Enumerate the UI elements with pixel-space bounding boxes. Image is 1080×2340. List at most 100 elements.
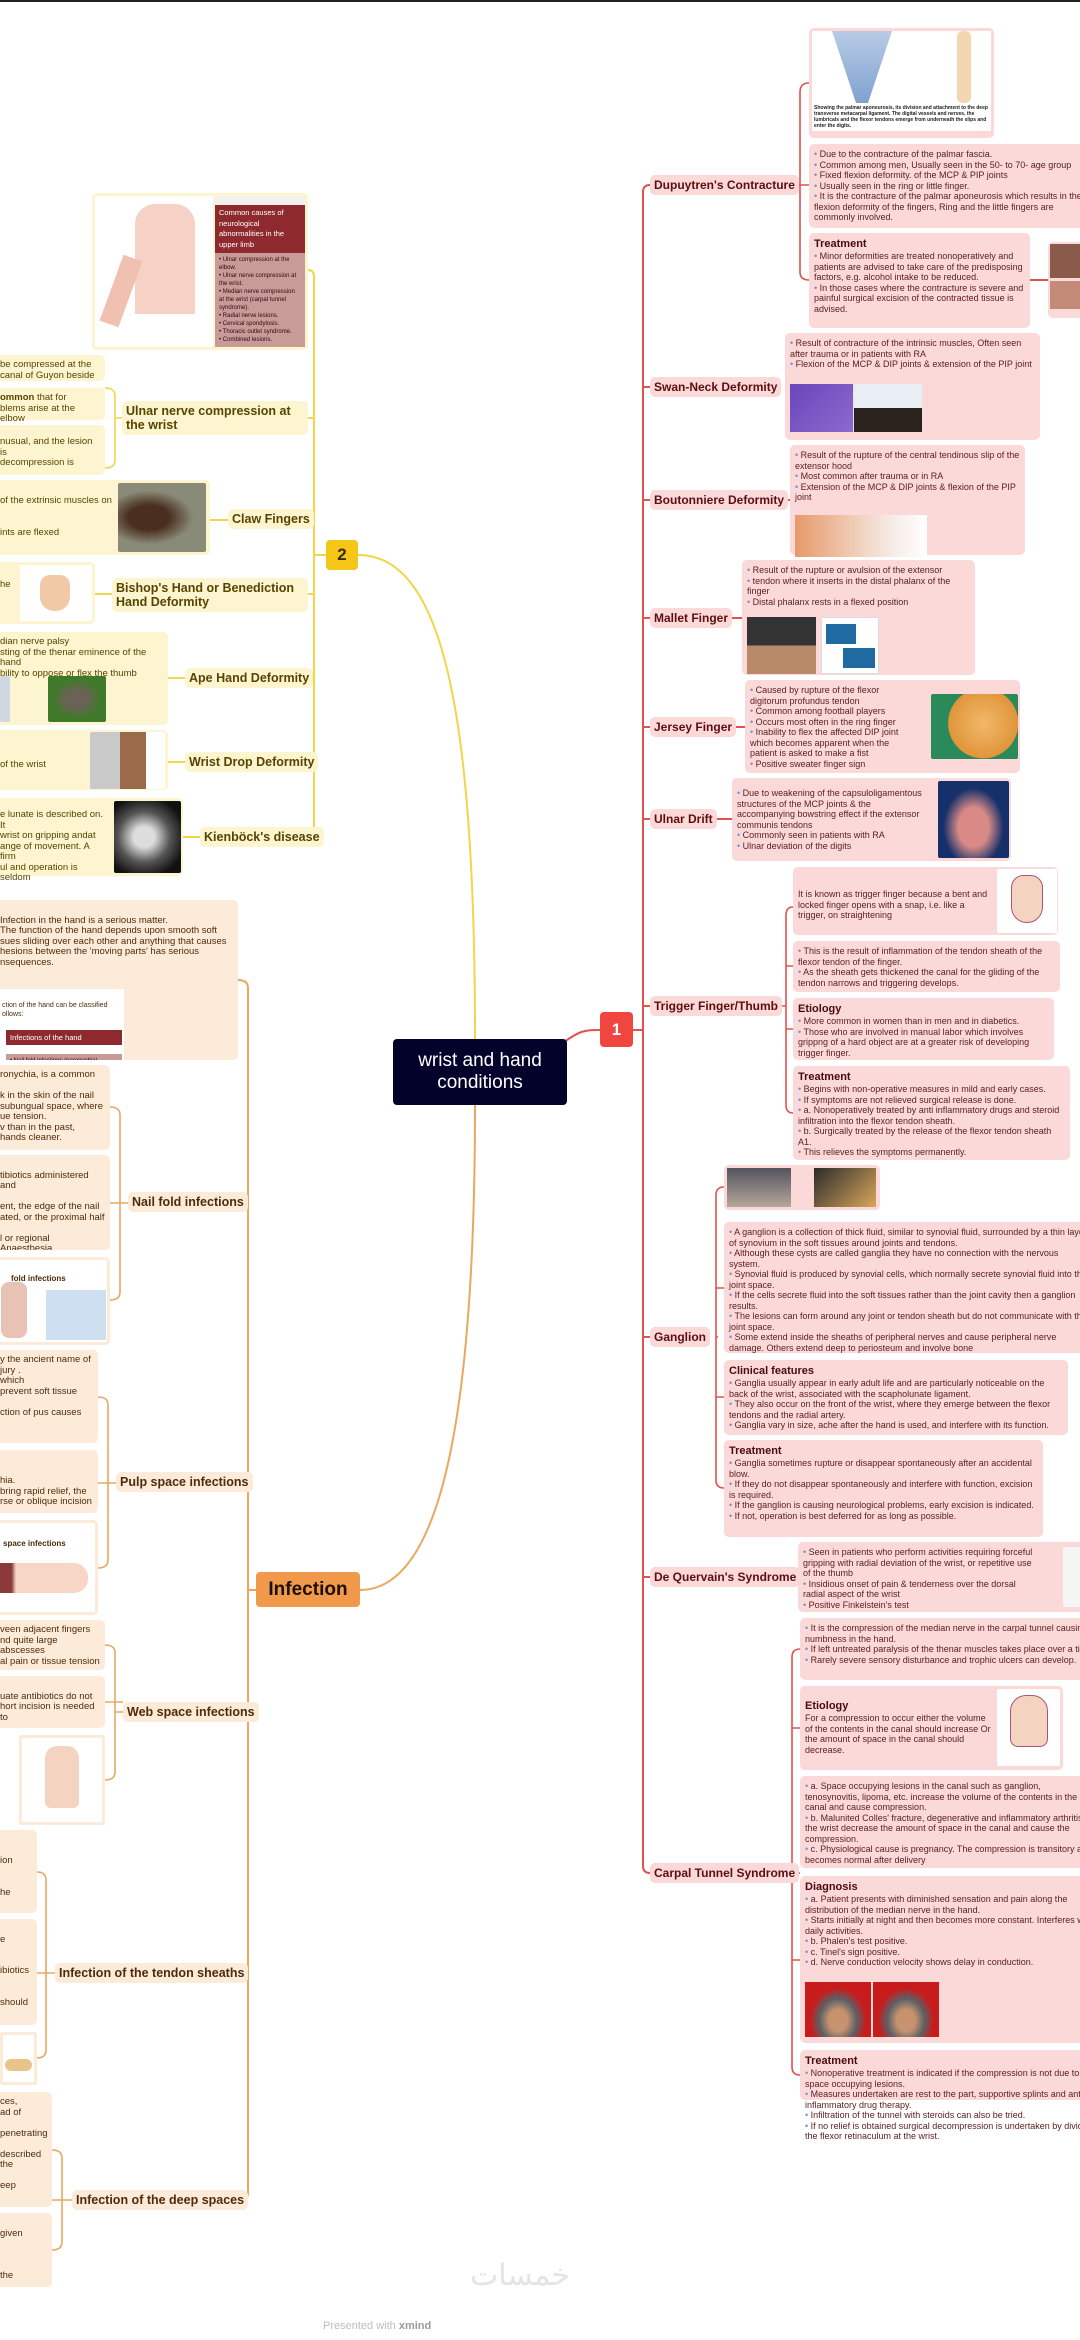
list-item: b. Surgically treated by the release of …	[798, 1126, 1065, 1147]
phalen-test-photo	[873, 1981, 939, 2037]
dupuytren-description: Due to the contracture of the palmar fas…	[809, 144, 1080, 228]
section-title: Clinical features	[729, 1365, 814, 1377]
list-item: Fixed flexion deformity. of the MCP & PI…	[814, 170, 1080, 181]
carpal-tunnel-diagnosis: Diagnosis a. Patient presents with dimin…	[800, 1876, 1080, 2043]
central-topic[interactable]: wrist and hand conditions	[393, 1039, 567, 1105]
ganglion-photo	[814, 1168, 876, 1207]
topic-ganglion[interactable]: Ganglion	[650, 1327, 710, 1347]
dupuytren-photo-box	[1048, 242, 1080, 318]
infection-intro: Infection in the hand is a serious matte…	[0, 900, 238, 1060]
topic-wrist-drop[interactable]: Wrist Drop Deformity	[185, 752, 319, 772]
list-item: Radial nerve lesions.	[219, 312, 301, 320]
topic-jersey-finger[interactable]: Jersey Finger	[650, 717, 737, 737]
list-item: If symptoms are not relieved surgical re…	[798, 1095, 1065, 1106]
topic-mallet-finger[interactable]: Mallet Finger	[650, 608, 733, 628]
list-item: Positive sweater finger sign	[750, 759, 915, 770]
nail-fold-figure: fold infections	[0, 1257, 110, 1345]
topic-nail-fold-infections[interactable]: Nail fold infections	[128, 1192, 248, 1212]
list-item: If the cells secrete fluid into the soft…	[729, 1290, 1080, 1311]
list-item: More common in women than in men and in …	[798, 1016, 1049, 1027]
topic-trigger-finger[interactable]: Trigger Finger/Thumb	[650, 996, 783, 1016]
list-item: Due to the contracture of the palmar fas…	[814, 149, 1080, 160]
note-text: that for blems arise at the elbow	[0, 392, 75, 424]
list-item: a. Nonoperatively treated by anti inflam…	[798, 1105, 1065, 1126]
pulp-space-note: hia. bring rapid relief, the rse or obli…	[0, 1450, 98, 1513]
mallet-xray-photo	[747, 617, 816, 674]
list-item: If not, operation is best deferred for a…	[729, 1511, 1038, 1522]
treatment-list: Minor deformities are treated nonoperati…	[814, 251, 1025, 314]
list-item: Common among men, Usually seen in the 50…	[814, 160, 1080, 171]
list-item: Thoracic outlet syndrome.	[219, 328, 301, 336]
ulnar-nerve-note: be compressed at the canal of Guyon besi…	[0, 355, 105, 381]
swan-neck-box: Result of contracture of the intrinsic m…	[785, 333, 1040, 440]
arm-nerve-lesion-illustration	[95, 196, 213, 347]
infection-node[interactable]: Infection	[256, 1572, 360, 1607]
topic-ape-hand[interactable]: Ape Hand Deformity	[185, 668, 314, 688]
list-item: Ulnar nerve compression at the wrist.	[219, 272, 301, 288]
list-item: Usually seen in the ring or little finge…	[814, 181, 1080, 192]
classification-caption: ction of the hand can be classified ollo…	[2, 1001, 108, 1018]
de-quervain-illustration	[1063, 1547, 1080, 1607]
carpal-tunnel-causes: a. Space occupying lesions in the canal …	[800, 1776, 1080, 1868]
topic-swan-neck[interactable]: Swan-Neck Deformity	[650, 377, 782, 397]
list-item: Extension of the MCP & DIP joints & flex…	[795, 482, 1020, 503]
figure-title: fold infections	[11, 1273, 66, 1283]
list-item: Some extend inside the sheaths of periph…	[729, 1332, 1080, 1353]
table-items: Nail fold infections (paronychia).Pulp s…	[6, 1053, 122, 1060]
list-item: Ganglia sometimes rupture or disappear s…	[729, 1458, 1038, 1479]
topic-claw-fingers[interactable]: Claw Fingers	[228, 509, 314, 529]
mallet-finger-box: Result of the rupture or avulsion of the…	[742, 560, 975, 675]
claw-fingers-photo	[118, 483, 206, 552]
topic-bishops-hand[interactable]: Bishop's Hand or Benediction Hand Deform…	[112, 578, 308, 612]
list-item: tendon where it inserts in the distal ph…	[747, 576, 970, 597]
ganglion-photos	[724, 1165, 880, 1210]
ulnar-nerve-note: nusual, and the lesion is decompression …	[0, 425, 105, 475]
bullet-list: Result of the rupture or avulsion of the…	[747, 565, 970, 607]
deep-space-note: ces, ad of penetrating described the eep	[0, 2092, 52, 2207]
nail-fold-note: tibiotics administered and ent, the edge…	[0, 1155, 110, 1250]
footer-prefix: Presented with	[323, 2320, 399, 2332]
topic-boutonniere[interactable]: Boutonniere Deformity	[650, 490, 789, 510]
list-item: Insidious onset of pain & tenderness ove…	[803, 1579, 1038, 1600]
section-title: Treatment	[814, 238, 867, 250]
topic-ulnar-nerve-compression[interactable]: Ulnar nerve compression at the wrist	[122, 401, 308, 435]
section-title: Treatment	[805, 2055, 858, 2067]
pulp-space-figure: space infections	[0, 1520, 98, 1615]
topic-dupuytren[interactable]: Dupuytren's Contracture	[650, 175, 799, 195]
figure-title: space infections	[3, 1538, 66, 1548]
list-item: Nonoperative treatment is indicated if t…	[805, 2068, 1080, 2089]
branch-2-node[interactable]: 2	[326, 540, 358, 570]
topic-carpal-tunnel[interactable]: Carpal Tunnel Syndrome	[650, 1863, 800, 1883]
intro-text: Infection in the hand is a serious matte…	[0, 914, 227, 968]
trigger-description: This is the result of inflammation of th…	[793, 941, 1060, 992]
diagnosis-list: a. Patient presents with diminished sens…	[805, 1894, 1080, 1968]
presented-with-xmind[interactable]: Presented with xmind	[323, 2320, 431, 2332]
list-item: Ulnar deviation of the digits	[737, 841, 926, 852]
topic-kienbock[interactable]: Kienböck's disease	[200, 827, 324, 847]
jersey-finger-photo	[931, 694, 1018, 759]
list-item: b. Phalen's test positive.	[805, 1936, 1080, 1947]
topic-ulnar-drift[interactable]: Ulnar Drift	[650, 809, 717, 829]
ganglion-treatment: Treatment Ganglia sometimes rupture or d…	[724, 1440, 1043, 1537]
list-item: Those who are involved in manual labor w…	[798, 1027, 1049, 1059]
boutonniere-illustration	[795, 514, 927, 557]
treatment-list: Ganglia sometimes rupture or disappear s…	[729, 1458, 1038, 1521]
bishops-hand-illustration	[20, 565, 92, 621]
ulnar-nerve-note: ommon that for blems arise at the elbow	[0, 388, 105, 424]
list-item: Most common after trauma or in RA	[795, 471, 1020, 482]
topic-pulp-space-infections[interactable]: Pulp space infections	[116, 1472, 253, 1492]
topic-de-quervain[interactable]: De Quervain's Syndrome	[650, 1567, 801, 1587]
hand-photo	[1050, 281, 1080, 309]
top-edge	[0, 0, 1080, 2]
pulp-space-note: y the ancient name of jury . which preve…	[0, 1350, 98, 1443]
boutonniere-box: Result of the rupture of the central ten…	[790, 445, 1025, 557]
list-item: Rarely severe sensory disturbance and tr…	[805, 1655, 1080, 1666]
branch-1-node[interactable]: 1	[600, 1012, 633, 1047]
topic-tendon-sheath-infection[interactable]: Infection of the tendon sheaths	[55, 1963, 249, 1983]
topic-deep-space-infection[interactable]: Infection of the deep spaces	[72, 2190, 249, 2210]
finger-section-illustration	[957, 31, 971, 103]
list-item: Infiltration of the tunnel with steroids…	[805, 2110, 1080, 2121]
wrist-drop-photo	[90, 732, 165, 789]
infection-classification-figure: ction of the hand can be classified ollo…	[0, 988, 124, 1060]
topic-web-space-infections[interactable]: Web space infections	[123, 1702, 259, 1722]
